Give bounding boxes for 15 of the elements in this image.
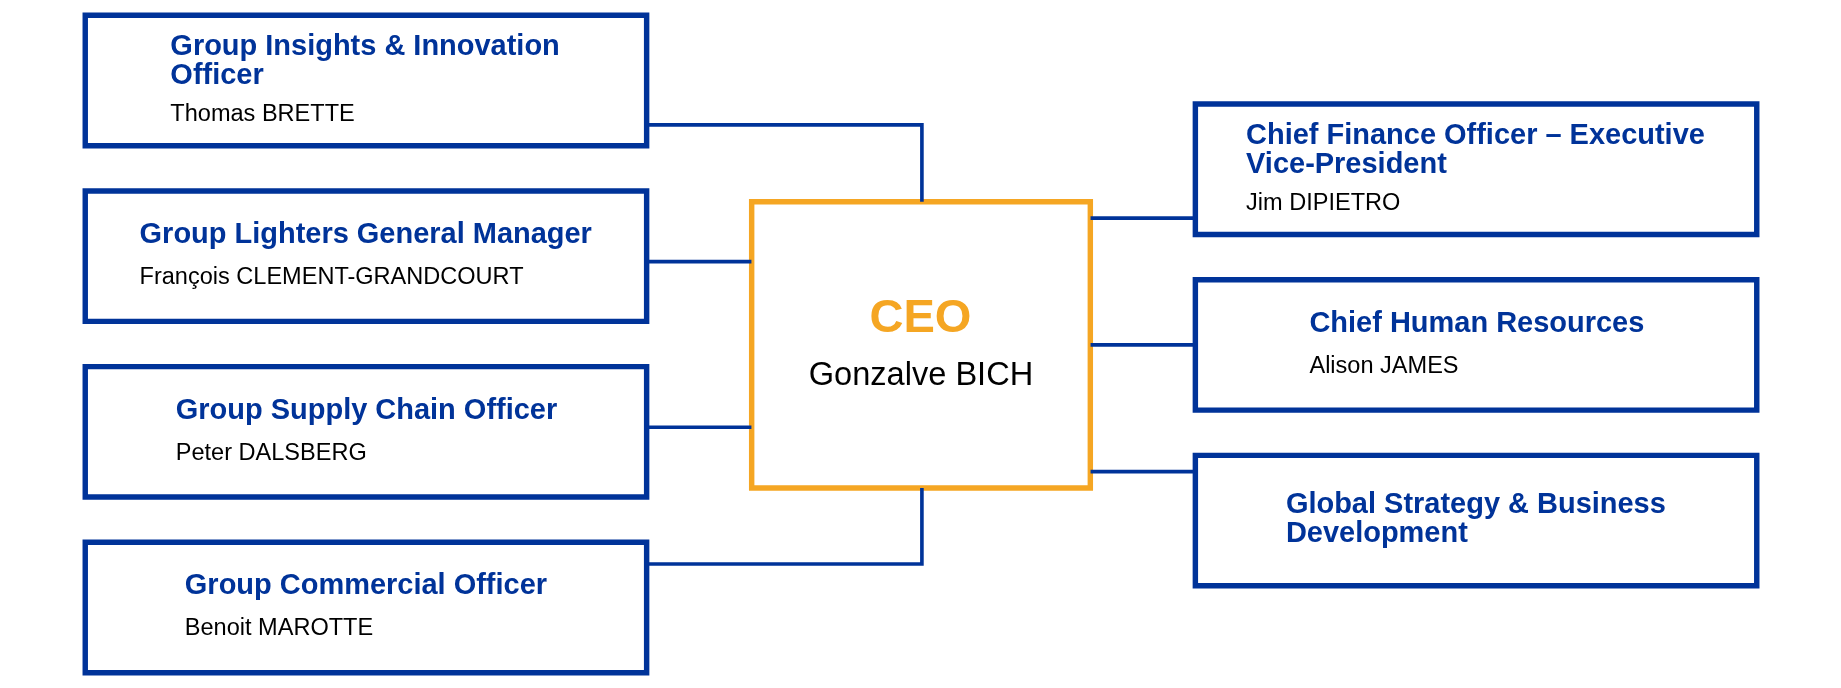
node-box: Global Strategy & Business Development <box>1192 452 1759 589</box>
node-box: Chief Human Resources Alison JAMES <box>1192 277 1759 413</box>
connector <box>646 123 924 202</box>
connector <box>1090 216 1195 220</box>
connector <box>646 425 751 430</box>
node-box: Group Commercial Officer Benoit MAROTTE <box>82 539 649 676</box>
node-box: Group Lighters General Manager François CLEMENT-GRANDCOURT <box>82 188 649 325</box>
node-box: Chief Finance Officer – Executive Vice-President Jim DIPIETRO <box>1192 101 1759 238</box>
node-box: Group Insights & Innovation Officer Thomas BRETTE <box>82 12 649 149</box>
connector <box>1090 469 1195 474</box>
connector <box>646 259 751 264</box>
node-box: CEO Gonzalve BICH <box>748 199 1093 491</box>
connector <box>646 488 924 566</box>
connector <box>1090 343 1195 347</box>
node-box: Group Supply Chain Officer Peter DALSBERG <box>82 363 649 500</box>
